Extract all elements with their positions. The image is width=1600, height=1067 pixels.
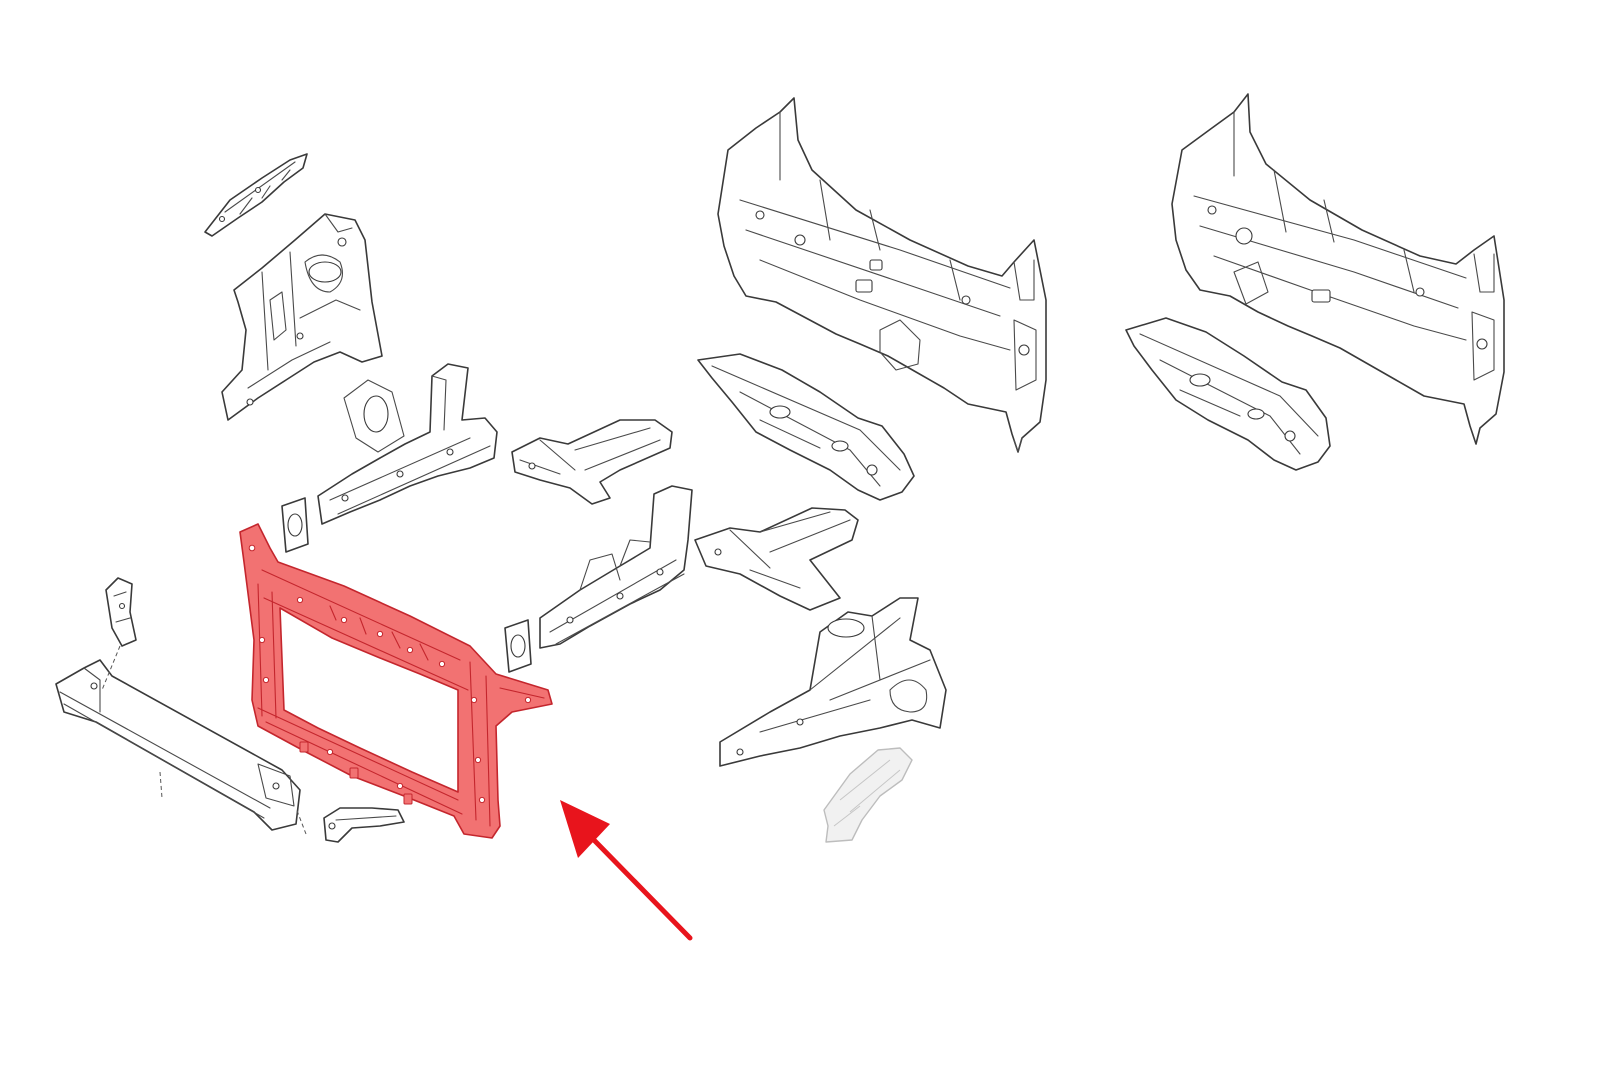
radiator-support-frame <box>239 523 553 839</box>
dash-panel-assembly-right <box>1171 93 1505 445</box>
dash-panel-assembly-center <box>717 97 1047 453</box>
pointer-arrow <box>560 800 693 941</box>
right-front-apron-assembly <box>719 597 947 767</box>
left-front-side-member <box>317 363 498 525</box>
front-apron-bracket-ghost <box>823 747 913 843</box>
front-floor-extension-left <box>511 419 673 505</box>
front-bumper-reinforcement-beam <box>55 659 301 831</box>
front-floor-extension-right <box>694 507 859 611</box>
cowl-lower-panel-center <box>697 353 915 501</box>
right-member-end-plate <box>504 619 532 673</box>
upper-reinforcement-strip <box>204 153 308 237</box>
left-front-apron-assembly <box>221 213 383 421</box>
left-member-end-plate <box>281 497 309 553</box>
bumper-upper-bracket <box>101 577 137 691</box>
bumper-mount-leader <box>159 771 163 799</box>
right-front-side-member <box>539 485 693 649</box>
cowl-lower-panel-right <box>1125 317 1331 471</box>
lower-stay-bracket <box>295 807 405 843</box>
